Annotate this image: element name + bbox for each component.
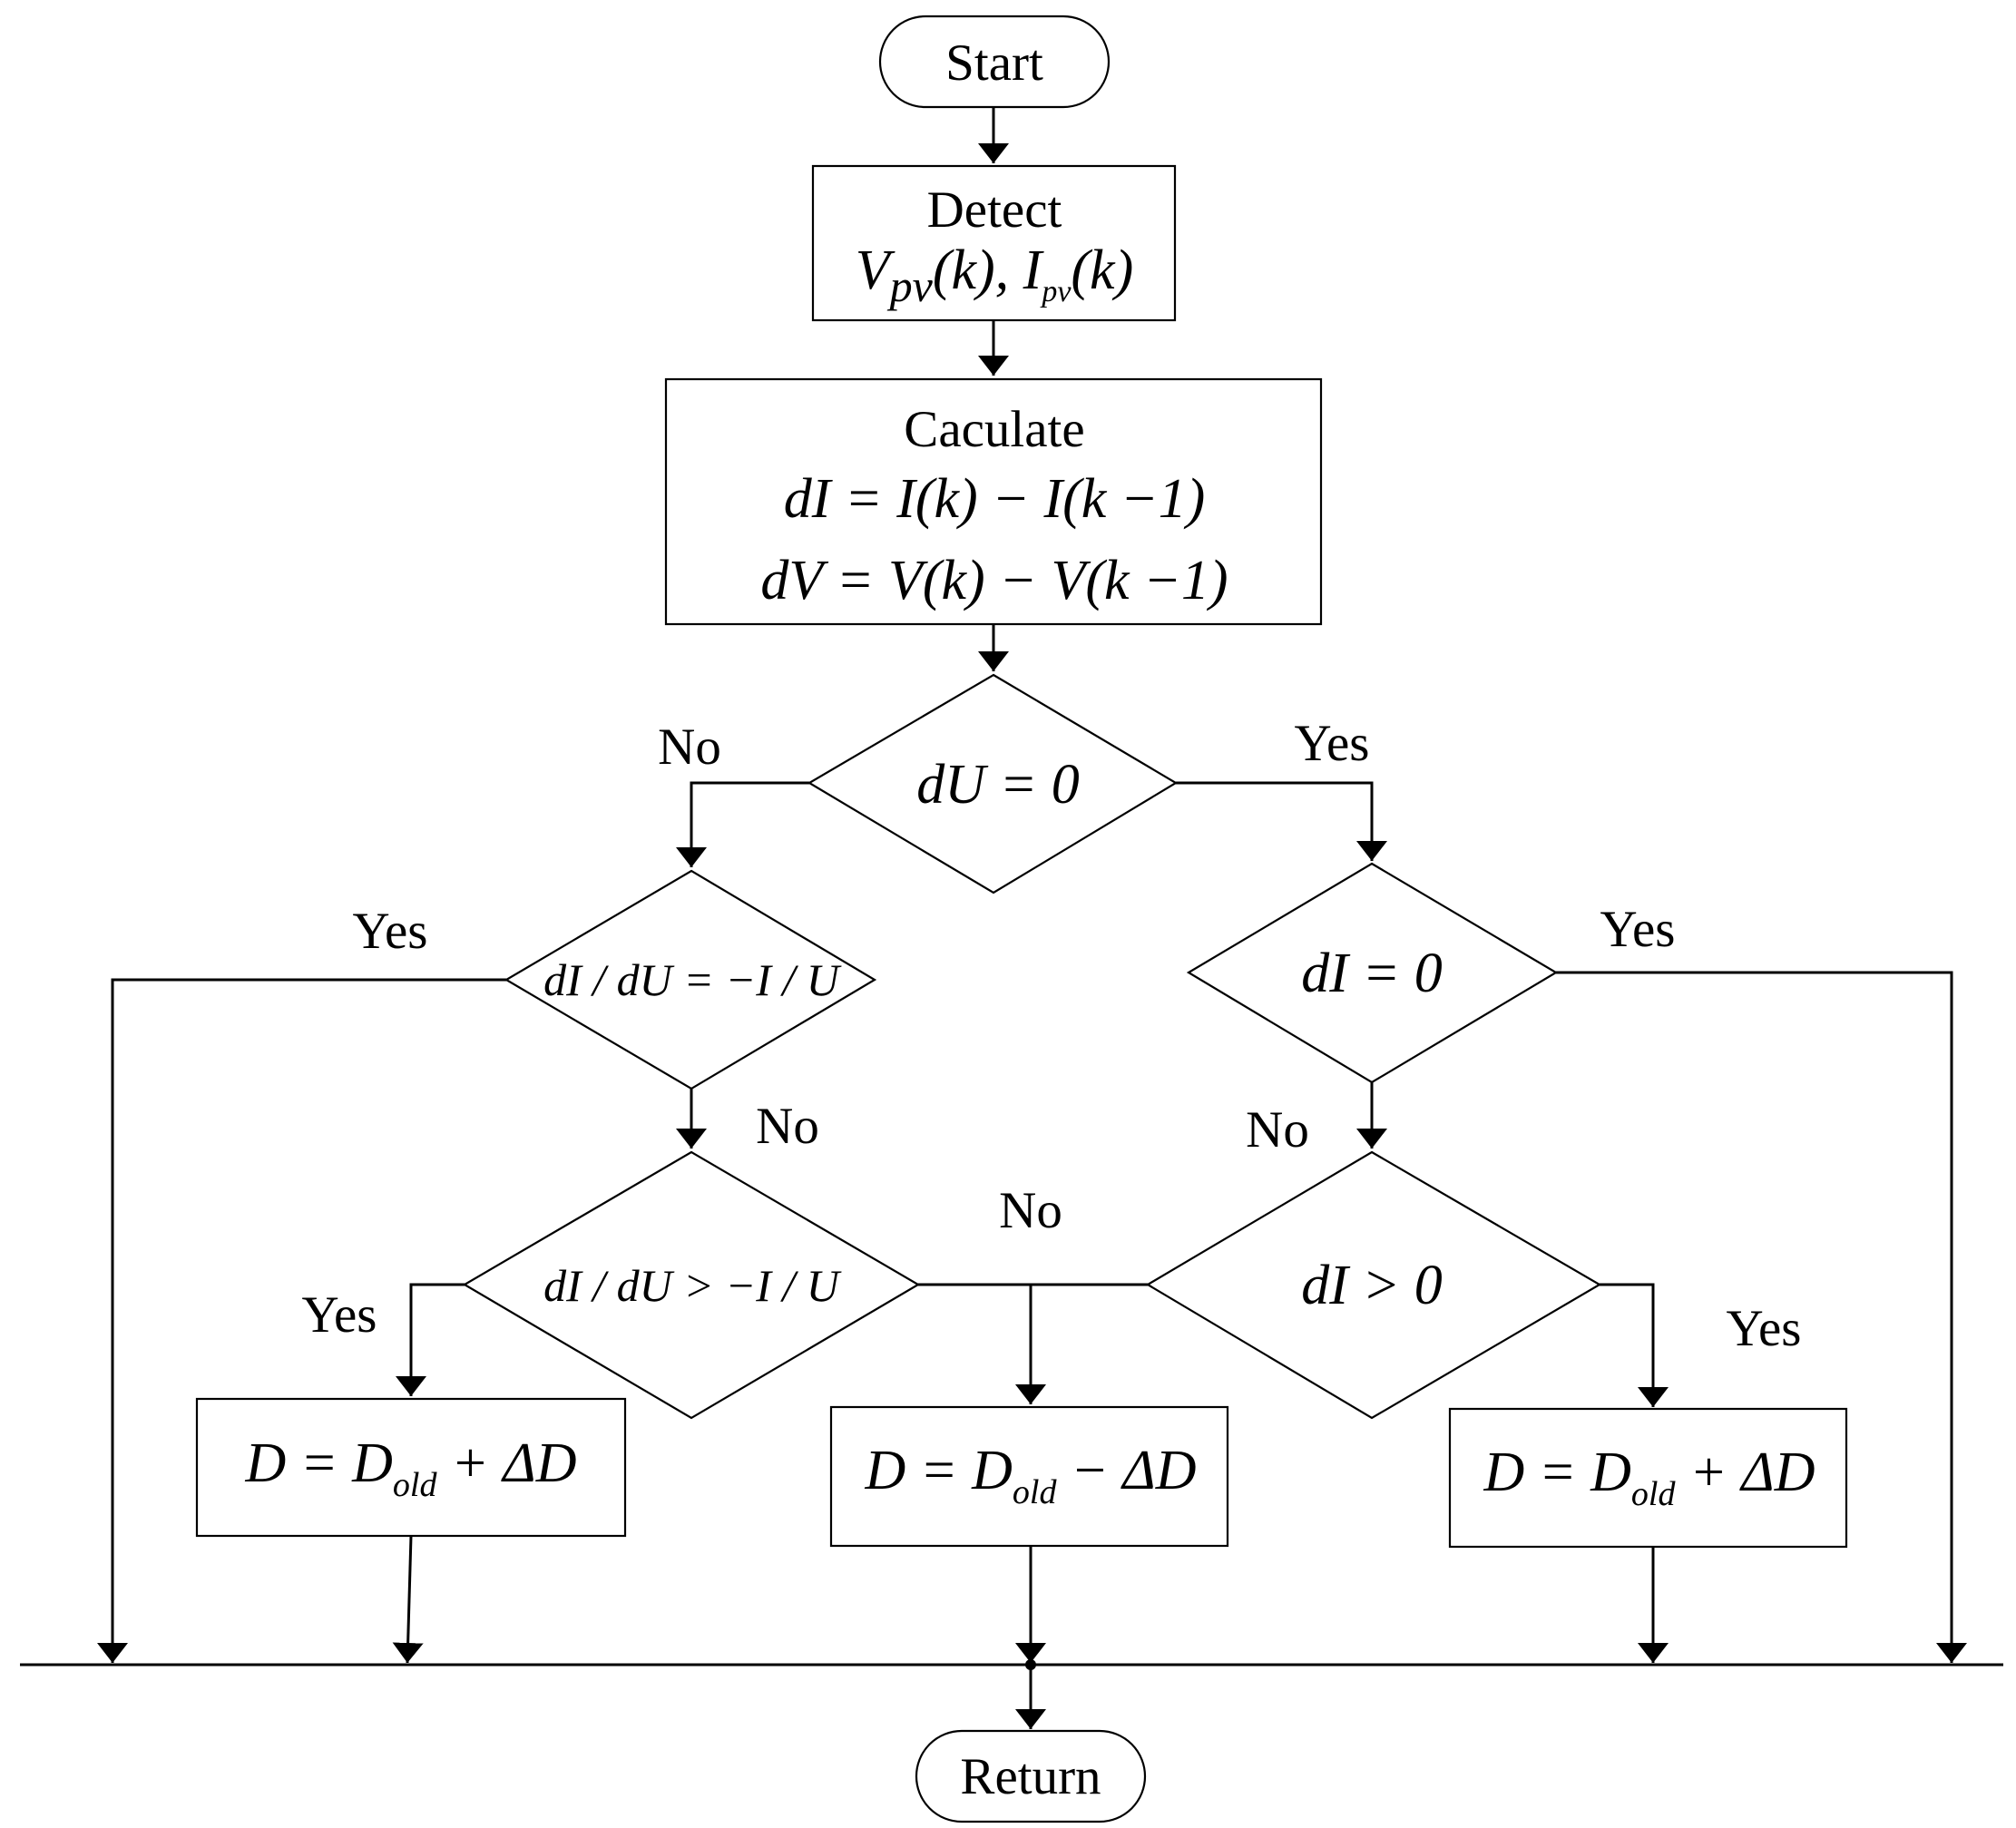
label-ratio-eq-yes: Yes (353, 903, 428, 960)
decision-di-positive: dI > 0 (1145, 1150, 1602, 1420)
decision-du-zero: dU = 0 (807, 673, 1179, 894)
arrow-di-pos-yes (1600, 1283, 1669, 1407)
branch-labels: No Yes Yes Yes No No No Yes Yes (302, 715, 1802, 1357)
return-label: Return (960, 1748, 1101, 1805)
connectors (20, 107, 2003, 1729)
action-right-box: D = Dold + ΔD (1448, 1407, 1848, 1549)
arrow-ratio-gt-yes (396, 1283, 465, 1396)
action-right-label: D = Dold + ΔD (1483, 1442, 1815, 1513)
arrow-di-zero-yes (1556, 971, 1967, 1663)
label-di-zero-yes: Yes (1600, 901, 1676, 958)
calculate-box: Caculate dI = I(k) − I(k −1) dV = V(k) −… (664, 377, 1323, 626)
decision-ratio-greater: dI / dU > −I / U (462, 1150, 921, 1420)
calculate-title: Caculate (904, 401, 1084, 458)
decision-du-zero-label: dU = 0 (916, 754, 1080, 816)
calculate-line-2: dV = V(k) − V(k −1) (760, 550, 1228, 611)
start-node: Start (878, 15, 1111, 109)
label-di-zero-no: No (1246, 1101, 1309, 1158)
detect-box: Detect Vpv(k), Ipv(k) (811, 164, 1177, 322)
arrow-du-yes (1176, 781, 1387, 861)
decision-ratio-equal: dI / dU = −I / U (504, 869, 877, 1090)
label-ratio-gt-yes: Yes (302, 1286, 377, 1344)
label-du-yes: Yes (1295, 715, 1370, 772)
label-ratio-eq-no: No (756, 1098, 819, 1155)
calculate-line-1: dI = I(k) − I(k −1) (784, 468, 1206, 530)
label-du-no: No (658, 718, 721, 776)
label-di-pos-yes: Yes (1727, 1300, 1802, 1357)
action-left-box: D = Dold + ΔD (195, 1397, 627, 1538)
action-middle-box: D = Dold − ΔD (829, 1405, 1229, 1548)
arrow-ratio-eq-yes (97, 978, 506, 1663)
arrow-left-action-to-bus (392, 1535, 424, 1664)
decision-di-zero-label: dI = 0 (1301, 943, 1442, 1004)
decision-di-zero: dI = 0 (1186, 862, 1559, 1084)
decision-ratio-greater-label: dI / dU > −I / U (543, 1260, 842, 1311)
start-label: Start (945, 34, 1043, 92)
label-shared-no: No (999, 1182, 1062, 1239)
return-node: Return (915, 1729, 1147, 1823)
decision-di-positive-label: dI > 0 (1301, 1255, 1442, 1316)
detect-title: Detect (927, 181, 1062, 239)
arrow-du-no (676, 781, 809, 867)
decision-ratio-equal-label: dI / dU = −I / U (543, 954, 842, 1005)
